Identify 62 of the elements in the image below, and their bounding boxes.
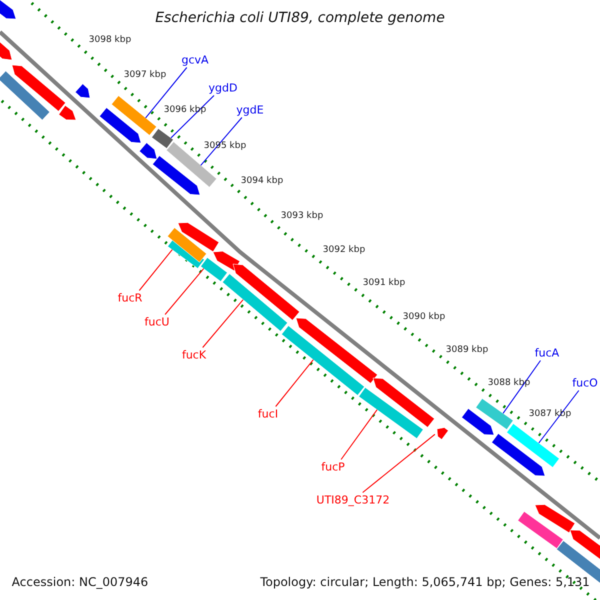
gene-label: fucO <box>572 376 598 390</box>
gene-feature <box>12 64 66 112</box>
footer-text: Accession: NC_007946 <box>12 575 148 589</box>
gene-label: gcvA <box>181 54 209 66</box>
gene-feature <box>152 155 200 196</box>
leader-line <box>538 390 580 444</box>
gene-label: fucR <box>118 292 142 304</box>
scale-label: 3092 kbp <box>322 245 366 255</box>
leader-line <box>202 299 244 348</box>
leader-line <box>502 360 541 414</box>
gene-feature <box>296 318 378 384</box>
gene-label: UTI89_C3172 <box>316 494 390 506</box>
gene-feature <box>167 227 207 263</box>
scale-label: 3093 kbp <box>280 211 324 221</box>
gene-feature <box>372 378 435 428</box>
gene-feature <box>461 408 494 436</box>
gene-feature <box>232 264 300 320</box>
scale-label: 3097 kbp <box>124 70 166 80</box>
gene-label: fucI <box>258 408 278 420</box>
gene-feature <box>491 433 546 476</box>
gene-feature <box>0 40 12 60</box>
leader-line <box>362 434 436 493</box>
leader-line <box>200 117 242 166</box>
gene-feature <box>476 398 514 430</box>
gene-label: fucP <box>321 460 345 474</box>
gene-feature <box>178 222 220 252</box>
leader-line <box>275 359 314 407</box>
gene-feature <box>139 142 158 160</box>
gene-label: ygdD <box>208 82 238 94</box>
gene-feature <box>534 504 576 533</box>
leader-line <box>138 249 173 291</box>
title: Escherichia coli UTI89, complete genome <box>155 10 445 26</box>
gene-label: ygdE <box>236 104 264 116</box>
gene-feature <box>111 95 157 136</box>
scale-label: 3098 kbp <box>88 35 132 45</box>
leader-line <box>170 95 214 138</box>
gene-feature <box>0 0 16 20</box>
scale-label: 3090 kbp <box>402 312 446 322</box>
footer-text: Topology: circular; Length: 5,065,741 bp; Genes: 5,131 <box>260 575 590 589</box>
gene-feature <box>0 70 50 120</box>
gene-feature <box>222 274 288 332</box>
gene-feature <box>570 530 600 561</box>
gene-label: fucA <box>534 346 560 360</box>
scale-label: 3094 kbp <box>240 176 284 186</box>
leader-line <box>145 67 188 118</box>
gene-label: fucK <box>182 348 206 362</box>
gene-feature <box>358 387 424 439</box>
gene-feature <box>281 325 365 396</box>
gene-feature <box>436 427 449 440</box>
leader-line <box>340 409 378 460</box>
gene-feature <box>151 128 174 149</box>
gene-feature <box>58 105 76 120</box>
gene-label: fucU <box>144 316 170 328</box>
gene-feature <box>75 84 90 98</box>
gene-feature <box>518 511 564 549</box>
scale-label: 3091 kbp <box>362 278 406 288</box>
leader-line <box>164 268 204 315</box>
gene-feature <box>200 257 228 282</box>
scale-label: 3089 kbp <box>446 345 488 355</box>
gene-feature <box>506 423 560 468</box>
gene-feature <box>212 251 240 272</box>
gene-feature <box>99 107 142 144</box>
